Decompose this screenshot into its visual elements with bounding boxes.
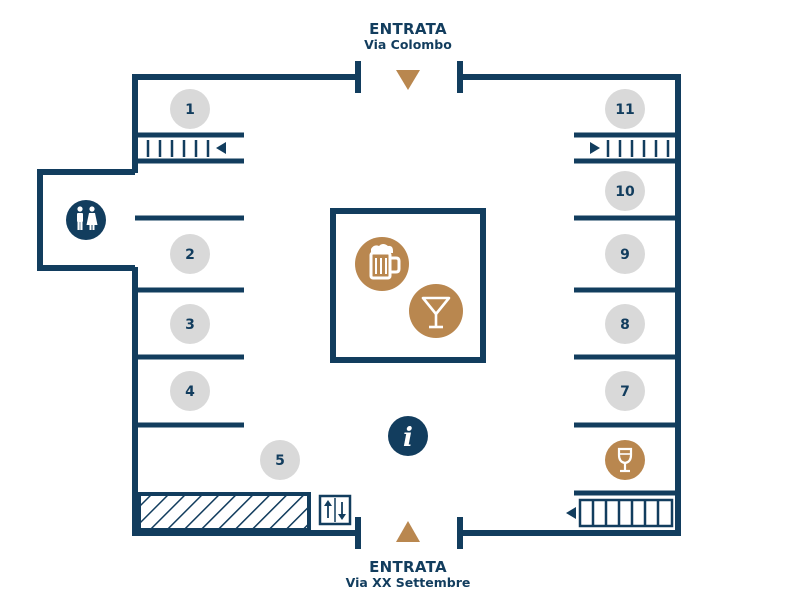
top-entrance-label: ENTRATA Via Colombo: [258, 20, 558, 52]
stall-badge[interactable]: 9: [605, 234, 645, 274]
stall-number: 10: [615, 184, 635, 200]
bottom-entrance-label: ENTRATA Via XX Settembre: [258, 558, 558, 590]
stall-badge[interactable]: 5: [260, 440, 300, 480]
beer-mug-icon[interactable]: [355, 237, 409, 291]
stall-badge[interactable]: 11: [605, 89, 645, 129]
cocktail-glass-icon[interactable]: [409, 284, 463, 338]
stall-number: 1: [185, 102, 195, 118]
wine-glass-icon[interactable]: [605, 440, 645, 480]
stall-number: 7: [620, 384, 630, 400]
stall-number: 3: [185, 317, 195, 333]
top-entrance-title: ENTRATA: [369, 20, 447, 38]
stall-badge[interactable]: 10: [605, 171, 645, 211]
stall-badge[interactable]: 1: [170, 89, 210, 129]
right-stall-dividers: [574, 132, 678, 496]
stall-number: 2: [185, 247, 195, 263]
stall-badge[interactable]: 8: [605, 304, 645, 344]
bottom-entrance-title: ENTRATA: [369, 558, 447, 576]
triangle-arrow-icon: [396, 521, 420, 542]
bottom-entrance-street: Via XX Settembre: [345, 574, 471, 590]
stall-number: 5: [275, 453, 285, 469]
stall-number: 4: [185, 384, 195, 400]
restroom-annex: [37, 169, 135, 271]
stall-number: 11: [615, 102, 634, 118]
triangle-arrow-icon: [396, 70, 420, 90]
stairs-icon: [566, 498, 674, 528]
right-escalator: [590, 140, 670, 157]
stall-badge[interactable]: 2: [170, 234, 210, 274]
stall-badge[interactable]: 4: [170, 371, 210, 411]
stall-badge[interactable]: 3: [170, 304, 210, 344]
storage-area: [137, 492, 311, 532]
left-escalator: [146, 140, 226, 157]
left-stall-dividers: [135, 132, 244, 428]
escalator-arrow-icon: [590, 142, 600, 154]
elevator-icon: [318, 494, 352, 526]
info-icon[interactable]: i: [388, 416, 428, 456]
restroom-icon[interactable]: [66, 200, 106, 240]
stall-number: 8: [620, 317, 630, 333]
central-bar-area: [330, 208, 486, 363]
escalator-arrow-icon: [216, 142, 226, 154]
svg-text:i: i: [403, 423, 413, 453]
top-entrance-street: Via Colombo: [364, 36, 452, 52]
stall-badge[interactable]: 7: [605, 371, 645, 411]
stall-number: 9: [620, 247, 630, 263]
